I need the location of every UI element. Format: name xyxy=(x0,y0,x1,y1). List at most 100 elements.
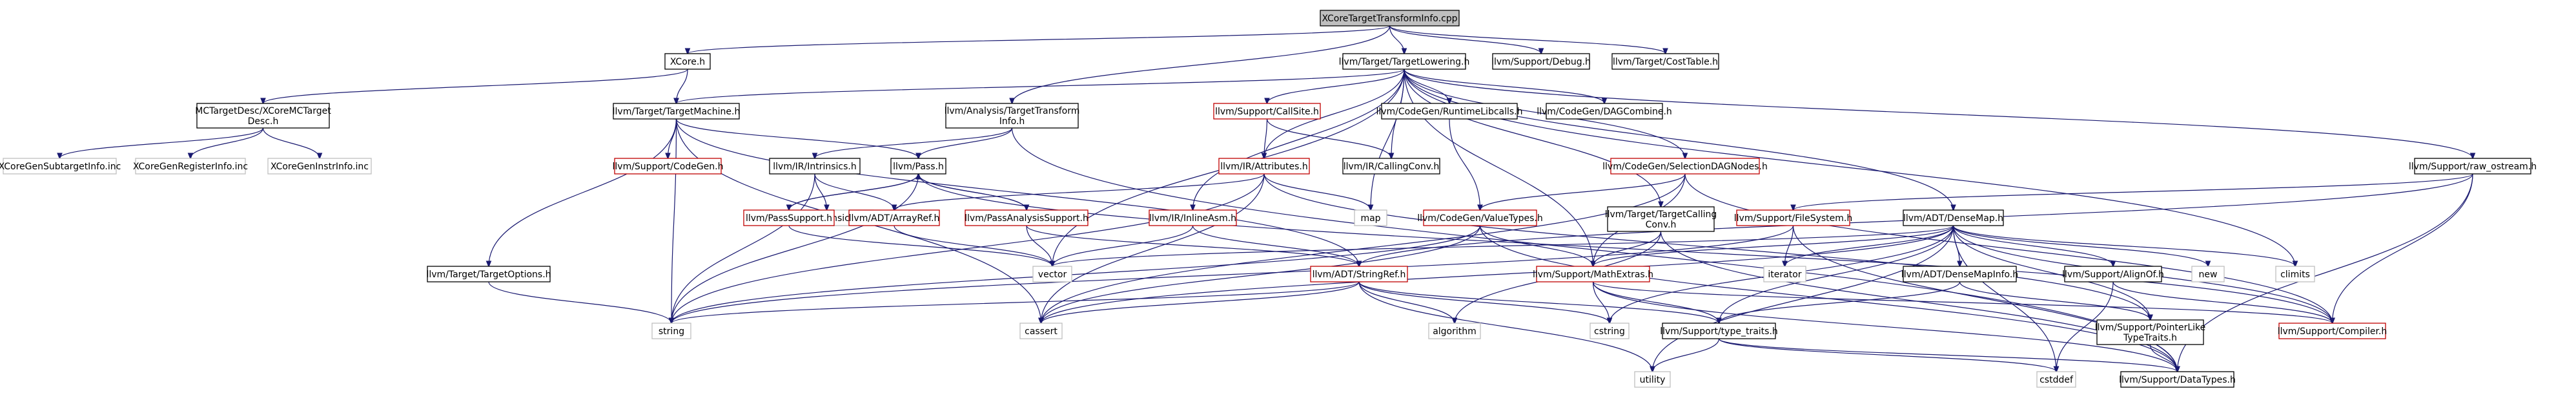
node-callingconv[interactable]: llvm/IR/CallingConv.h xyxy=(1342,158,1440,175)
node-toptions[interactable]: llvm/Target/TargetOptions.h xyxy=(426,266,551,282)
node-cassert[interactable]: cassert xyxy=(1019,323,1063,339)
node-analysis-tti[interactable]: llvm/Analysis/TargetTransformInfo.h xyxy=(945,103,1080,129)
node-box xyxy=(1342,53,1466,70)
edge-mathextras-to-datatypes xyxy=(1592,281,2178,372)
node-dagcombine[interactable]: llvm/CodeGen/DAGCombine.h xyxy=(1537,103,1672,120)
node-string[interactable]: string xyxy=(651,323,691,339)
node-box xyxy=(613,103,740,120)
node-new[interactable]: new xyxy=(2191,266,2225,282)
node-utility[interactable]: utility xyxy=(1634,371,1671,388)
edge-densemap-to-mathextras xyxy=(1593,225,1954,266)
node-box xyxy=(890,158,946,175)
node-callsite[interactable]: llvm/Support/CallSite.h xyxy=(1213,103,1321,120)
node-valuetypes[interactable]: llvm/CodeGen/ValueTypes.h xyxy=(1417,209,1543,226)
node-passanalysis[interactable]: llvm/PassAnalysisSupport.h xyxy=(965,209,1089,226)
node-debug-h[interactable]: llvm/Support/Debug.h xyxy=(1491,53,1591,70)
node-box xyxy=(2120,371,2234,388)
node-label: llvm/IR/CallingConv.h xyxy=(1344,162,1440,172)
node-pass-h[interactable]: llvm/Pass.h xyxy=(890,158,946,175)
node-box xyxy=(2096,319,2204,345)
node-box xyxy=(743,209,835,226)
edge-seldag-to-compiler xyxy=(1684,173,2333,323)
node-raw-ostream[interactable]: llvm/Support/raw_ostream.h xyxy=(2409,158,2537,175)
node-passsupport[interactable]: llvm/PassSupport.h xyxy=(743,209,835,226)
node-climits[interactable]: climits xyxy=(2275,266,2315,282)
node-alignof[interactable]: llvm/Support/AlignOf.h xyxy=(2062,266,2164,282)
node-root[interactable]: XCoreTargetTransformInfo.cpp xyxy=(1320,10,1460,27)
node-xcore-h[interactable]: XCore.h xyxy=(664,53,711,70)
node-cstring[interactable]: cstring xyxy=(1590,323,1630,339)
edge-filesystem-to-iterator xyxy=(1785,225,1794,266)
node-type-traits[interactable]: llvm/Support/type_traits.h xyxy=(1660,323,1778,339)
node-mathextras[interactable]: llvm/Support/MathExtras.h xyxy=(1533,266,1653,282)
node-label: llvm/PassSupport.h xyxy=(746,213,832,224)
node-instrinfo[interactable]: XCoreGenInstrInfo.inc xyxy=(267,158,372,175)
node-inlineasm[interactable]: llvm/IR/InlineAsm.h xyxy=(1149,209,1237,226)
node-label: XCoreTargetTransformInfo.cpp xyxy=(1322,14,1457,24)
node-subtargetinfo[interactable]: XCoreGenSubtargetInfo.inc xyxy=(0,158,121,175)
node-filesystem[interactable]: llvm/Support/FileSystem.h xyxy=(1734,209,1852,226)
edge-type-traits-to-cstddef xyxy=(1718,338,2057,372)
node-box xyxy=(1536,266,1650,282)
node-algorithm[interactable]: algorithm xyxy=(1428,323,1481,339)
node-box xyxy=(2064,266,2162,282)
node-vector[interactable]: vector xyxy=(1032,266,1072,282)
edge-alignof-to-cstddef xyxy=(2056,281,2114,372)
node-label: vector xyxy=(1038,270,1067,280)
node-attributes-h[interactable]: llvm/IR/Attributes.h xyxy=(1218,158,1310,175)
node-box xyxy=(1903,209,2004,226)
edge-passanalysis-to-stringref xyxy=(1026,225,1359,266)
node-arrayref[interactable]: llvm/ADT/ArrayRef.h xyxy=(848,209,940,226)
edge-type-traits-to-datatypes xyxy=(1718,338,2178,372)
node-label: MCTargetDesc/XCoreMCTarget xyxy=(195,106,331,116)
node-box xyxy=(1218,158,1310,175)
node-label: cstring xyxy=(1594,326,1625,337)
node-box xyxy=(267,158,372,175)
node-registerinfo[interactable]: XCoreGenRegisterInfo.inc xyxy=(133,158,248,175)
node-label: llvm/ADT/DenseMapInfo.h xyxy=(1901,270,2018,280)
node-rtlibcalls[interactable]: llvm/CodeGen/RuntimeLibcalls.h xyxy=(1376,103,1523,120)
edge-valuetypes-to-mathextras xyxy=(1479,225,1593,266)
node-densemapinfo[interactable]: llvm/ADT/DenseMapInfo.h xyxy=(1901,266,2018,282)
node-cstddef[interactable]: cstddef xyxy=(2036,371,2076,388)
node-tmachine[interactable]: llvm/Target/TargetMachine.h xyxy=(613,103,741,120)
node-iterator[interactable]: iterator xyxy=(1763,266,1806,282)
node-intrinsics-h[interactable]: llvm/IR/Intrinsics.h xyxy=(769,158,861,175)
node-costtable[interactable]: llvm/Target/CostTable.h xyxy=(1611,53,1719,70)
edge-intrinsics-h-to-string xyxy=(671,173,815,323)
node-label: llvm/Target/TargetCalling xyxy=(1605,209,1717,220)
edge-intrinsics-h-to-intrinsics-gen xyxy=(814,173,827,210)
node-box xyxy=(769,158,861,175)
node-densemap[interactable]: llvm/ADT/DenseMap.h xyxy=(1903,209,2004,226)
node-label: llvm/ADT/ArrayRef.h xyxy=(849,213,940,224)
edge-root-to-debug-h xyxy=(1389,25,1542,54)
edge-attributes-h-to-map xyxy=(1263,173,1371,210)
node-compiler[interactable]: llvm/Support/Compiler.h xyxy=(2278,323,2387,339)
node-label: llvm/IR/Attributes.h xyxy=(1220,162,1307,172)
node-map[interactable]: map xyxy=(1354,209,1387,226)
edge-densemap-to-new xyxy=(1952,225,2209,266)
node-box xyxy=(1611,53,1719,70)
node-box xyxy=(1019,323,1063,339)
node-codegen-h[interactable]: llvm/Support/CodeGen.h xyxy=(613,158,724,175)
node-box xyxy=(427,266,551,282)
node-box xyxy=(1428,323,1481,339)
edge-attributes-h-to-cassert xyxy=(1041,173,1265,323)
edge-tlowering-to-tcallingconv xyxy=(1404,69,1661,207)
edge-mctarget-to-instrinfo xyxy=(262,127,320,158)
node-label: map xyxy=(1360,213,1380,224)
node-box xyxy=(664,53,711,70)
node-datatypes[interactable]: llvm/Support/DataTypes.h xyxy=(2119,371,2236,388)
node-seldag[interactable]: llvm/CodeGen/SelectionDAGNodes.h xyxy=(1602,158,1768,175)
node-box xyxy=(1423,209,1537,226)
node-label: llvm/CodeGen/ValueTypes.h xyxy=(1417,213,1543,224)
node-label: llvm/Support/PointerLike xyxy=(2095,323,2206,333)
node-tlowering[interactable]: llvm/Target/TargetLowering.h xyxy=(1339,53,1470,70)
node-stringref[interactable]: llvm/ADT/StringRef.h xyxy=(1310,266,1408,282)
node-label: utility xyxy=(1640,375,1666,385)
